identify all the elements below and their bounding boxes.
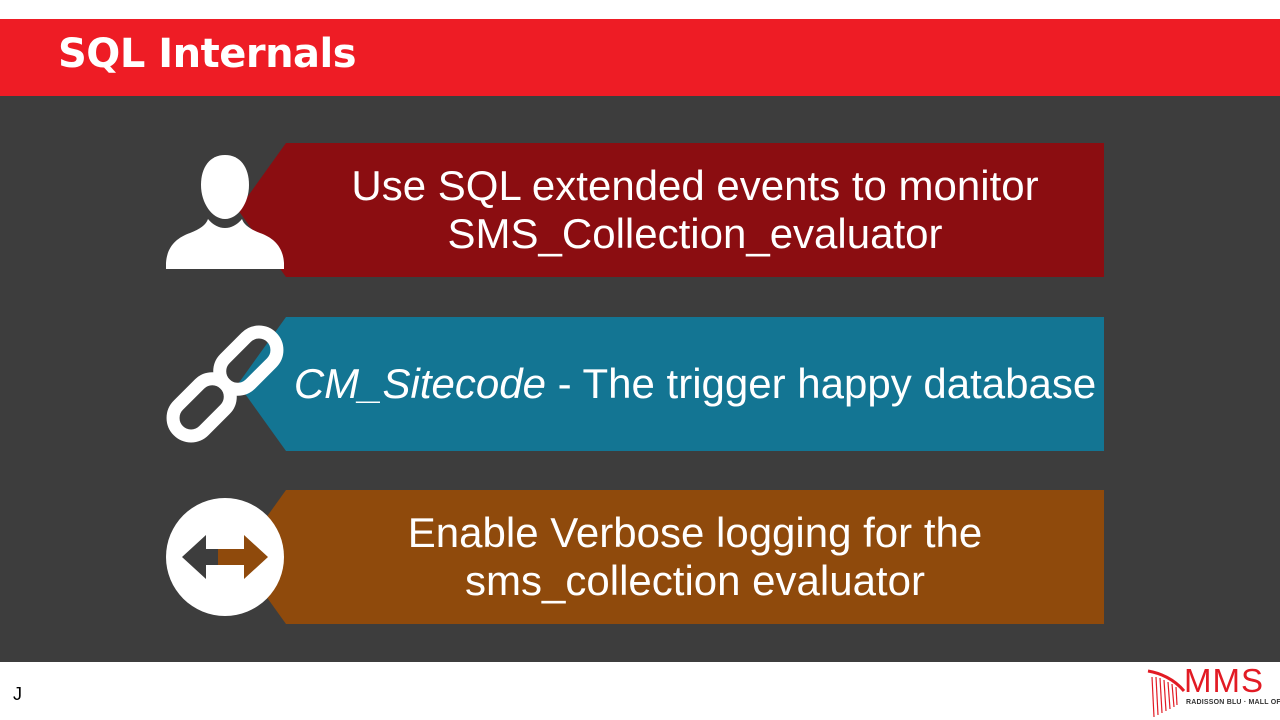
footer-letter: J [13,684,22,704]
bullet-item-2: CM_Sitecode - The trigger happy database [0,317,1280,451]
banner-1: Use SQL extended events to monitor SMS_C… [238,143,1104,277]
banner-2-text: CM_Sitecode - The trigger happy database [286,360,1104,408]
logo-swoosh-icon [1147,669,1186,718]
arrows-exchange-icon [182,535,268,579]
logo-subtext: RADISSON BLU · MALL OF AMERICA [1186,699,1280,706]
banner-1-text: Use SQL extended events to monitor SMS_C… [351,162,1039,257]
bullet-item-3: Enable Verbose logging for the sms_colle… [0,490,1280,624]
bullet-item-1: Use SQL extended events to monitor SMS_C… [0,143,1280,277]
chain-link-icon [166,325,284,443]
logo-text: MMS [1184,662,1264,699]
banner-2-plain: - The trigger happy database [545,360,1097,407]
banner-3-text: Enable Verbose logging for the sms_colle… [407,509,983,604]
mms-logo: MMS RADISSON BLU · MALL OF AMERICA [1146,663,1280,720]
slide-content: Use SQL extended events to monitor SMS_C… [0,96,1280,662]
user-icon [166,155,284,269]
banner-2-italic: CM_Sitecode [293,360,546,407]
slide-title: SQL Internals [58,31,357,77]
banner-2: CM_Sitecode - The trigger happy database [238,317,1104,451]
banner-3: Enable Verbose logging for the sms_colle… [238,490,1104,624]
title-bar: SQL Internals [0,19,1280,96]
